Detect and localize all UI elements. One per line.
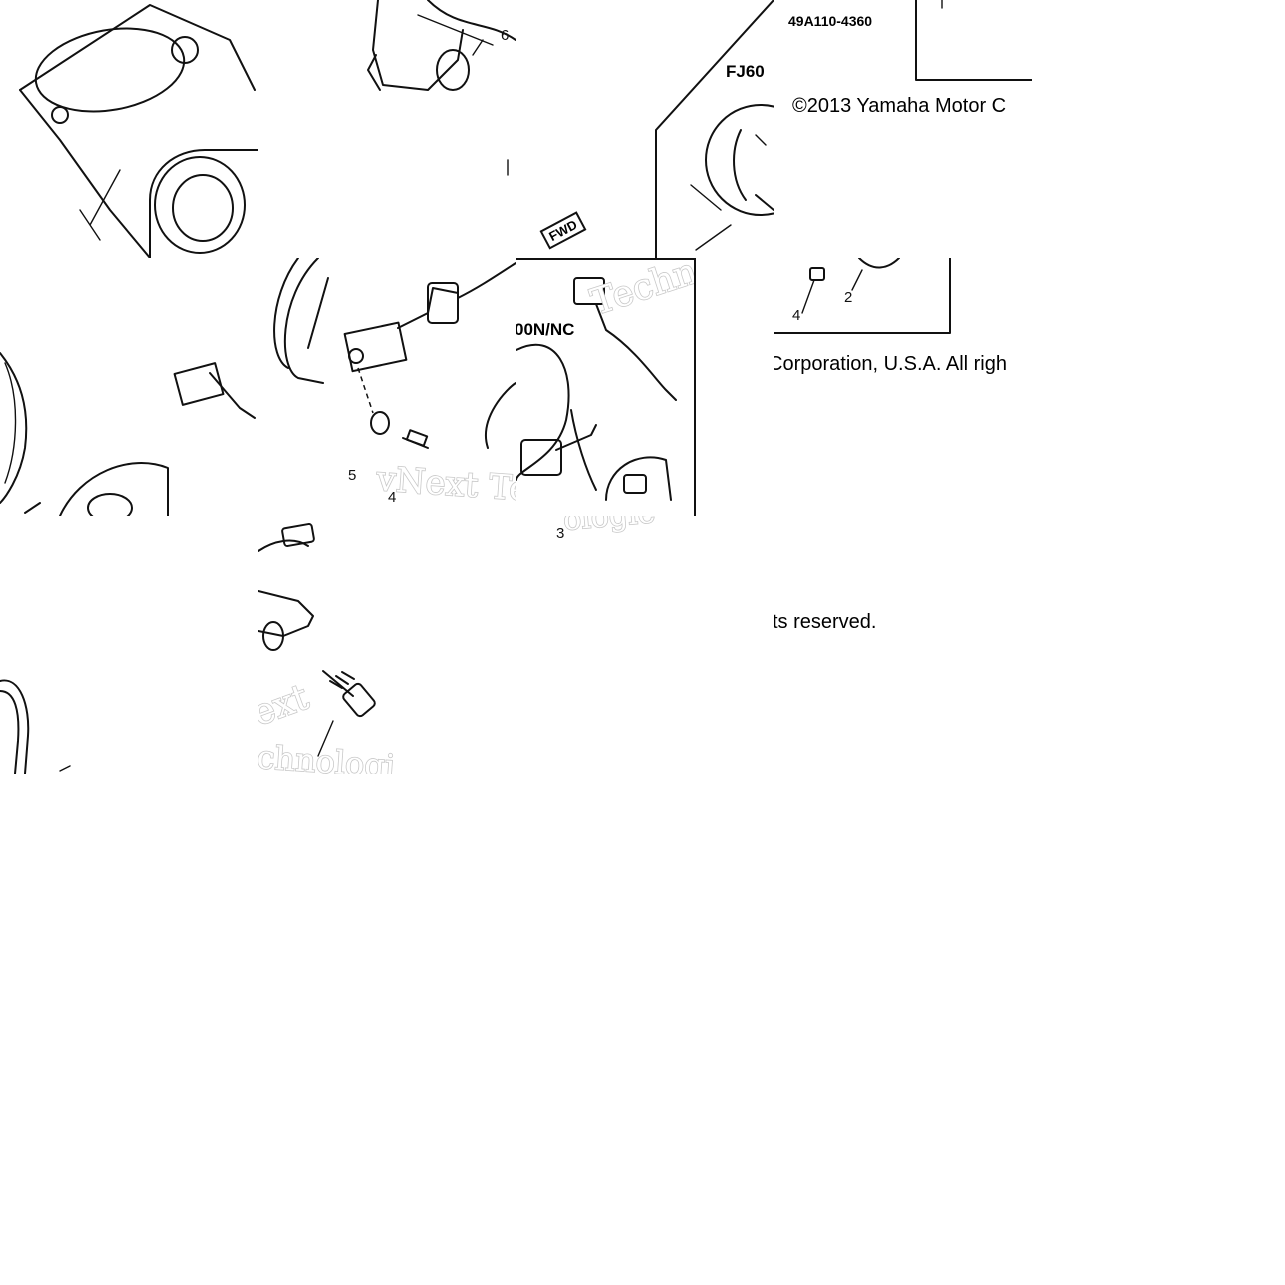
tile-fj60-inset: FJ60 FWD [516,0,774,258]
fj60-inset-drawing [655,0,774,258]
part-number-frame [915,0,1032,81]
cable-drawing [0,679,71,774]
tile-inset-callouts: 4 2 Corporation, U.S.A. All righ [774,258,1032,516]
tile-copyright-tail: ts reserved. [774,516,1032,774]
gasket-drawing [0,352,256,516]
watermark-vnext: vNext Te [374,459,516,510]
svg-text:Techno: Techno [586,260,696,324]
copyright-line-1: ©2013 Yamaha Motor C [792,95,1007,117]
watermark-chnologi: chnologi [258,738,396,774]
watermark-ologie: ologie [562,516,657,538]
callout-3-label: 3 [556,525,564,542]
callout-5: 5 [348,467,356,484]
tile-gasket [0,258,258,516]
bracket-drawing: 6 [367,0,516,176]
callout-6: 6 [501,27,509,44]
bolt-drawing: ext chnologi 3 [258,523,397,774]
copyright-line-2: Corporation, U.S.A. All righ [774,353,1007,375]
tile-bracket: 6 [258,0,516,258]
tile-pulser-nc: 00N/NC Techno [516,258,696,516]
watermark-techno: Techno [585,260,696,324]
callout-2: 2 [844,289,852,306]
tile-callout-3: 3 ologie [516,516,696,556]
pulser-nc-drawing [516,277,677,501]
callout-4-right: 4 [792,307,800,324]
model-label-fj60: FJ60 [726,62,765,81]
part-number: 49A110-4360 [788,13,873,29]
tile-cable [0,516,258,774]
watermark-ext: ext [258,677,314,735]
callout-4-center: 4 [388,489,396,506]
inset-callouts-drawing: 4 2 [774,258,951,334]
copyright-line-3: ts reserved. [774,611,877,633]
engine-case-drawing [19,4,258,258]
tile-part-number: 49A110-4360 ©2013 Yamaha Motor C [774,0,1032,258]
tile-engine-case [0,0,258,258]
tile-pulser-coil: 5 4 vNext Te [258,258,516,516]
callout-3-drawing: 3 ologie [556,516,657,542]
model-label-nc: 00N/NC [516,320,575,339]
pulser-coil-drawing: 5 4 vNext Te [273,258,516,510]
tile-bolt: ext chnologi 3 [258,516,516,774]
